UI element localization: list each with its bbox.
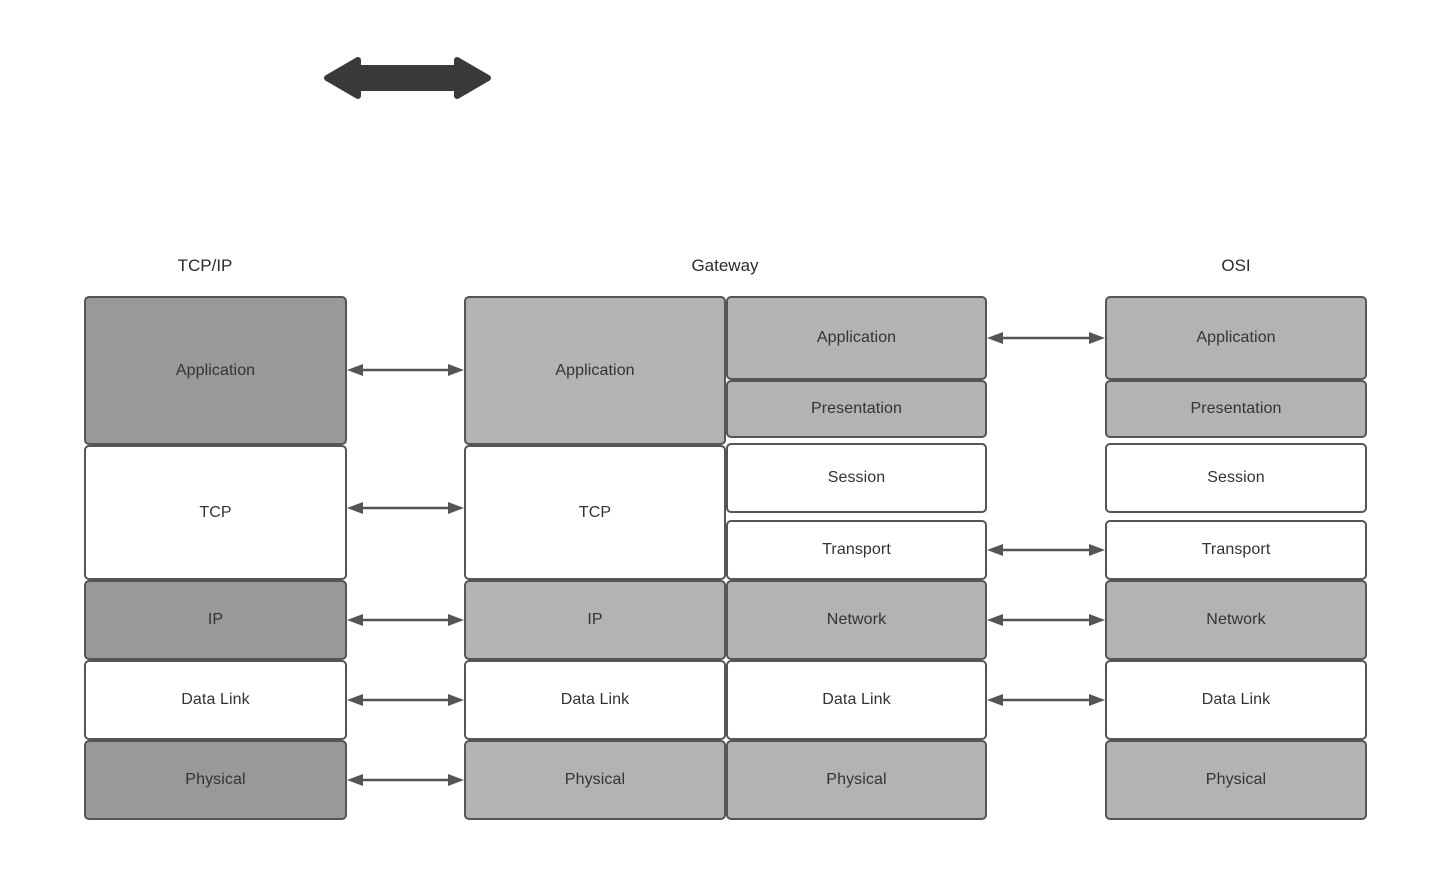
layer-gateway-right-session[interactable]: Session — [726, 443, 987, 513]
layer-osi-application[interactable]: Application — [1105, 296, 1367, 380]
layer-gateway-right-data-link[interactable]: Data Link — [726, 660, 987, 740]
connector-tcpip-ip — [347, 614, 464, 626]
layer-osi-presentation[interactable]: Presentation — [1105, 380, 1367, 438]
layer-osi-data-link[interactable]: Data Link — [1105, 660, 1367, 740]
bidirectional-block-arrow-icon — [324, 57, 491, 99]
connector-tcpip-data-link — [347, 694, 464, 706]
layer-gateway-right-application[interactable]: Application — [726, 296, 987, 380]
connector-osi-data-link — [987, 694, 1105, 706]
connector-tcpip-application — [347, 364, 464, 376]
layer-gateway-left-ip[interactable]: IP — [464, 580, 726, 660]
layer-gateway-left-application[interactable]: Application — [464, 296, 726, 445]
layer-tcpip-data-link[interactable]: Data Link — [84, 660, 347, 740]
layer-tcpip-application[interactable]: Application — [84, 296, 347, 445]
connector-osi-application — [987, 332, 1105, 344]
layer-gateway-left-physical[interactable]: Physical — [464, 740, 726, 820]
column-label-osi: OSI — [1221, 256, 1251, 275]
connector-tcpip-physical — [347, 774, 464, 786]
connector-tcpip-tcp — [347, 502, 464, 514]
connector-osi-network — [987, 614, 1105, 626]
column-label-tcpip: TCP/IP — [177, 256, 233, 275]
layer-tcpip-ip[interactable]: IP — [84, 580, 347, 660]
layer-gateway-right-presentation[interactable]: Presentation — [726, 380, 987, 438]
layer-tcpip-tcp[interactable]: TCP — [84, 445, 347, 580]
layer-osi-network[interactable]: Network — [1105, 580, 1367, 660]
layer-gateway-left-data-link[interactable]: Data Link — [464, 660, 726, 740]
layer-osi-physical[interactable]: Physical — [1105, 740, 1367, 820]
layer-gateway-right-physical[interactable]: Physical — [726, 740, 987, 820]
layer-osi-transport[interactable]: Transport — [1105, 520, 1367, 580]
layer-tcpip-physical[interactable]: Physical — [84, 740, 347, 820]
layer-osi-session[interactable]: Session — [1105, 443, 1367, 513]
layer-gateway-right-network[interactable]: Network — [726, 580, 987, 660]
layer-gateway-left-tcp[interactable]: TCP — [464, 445, 726, 580]
column-label-gateway: Gateway — [691, 256, 759, 275]
layer-gateway-right-transport[interactable]: Transport — [726, 520, 987, 580]
connector-osi-transport — [987, 544, 1105, 556]
